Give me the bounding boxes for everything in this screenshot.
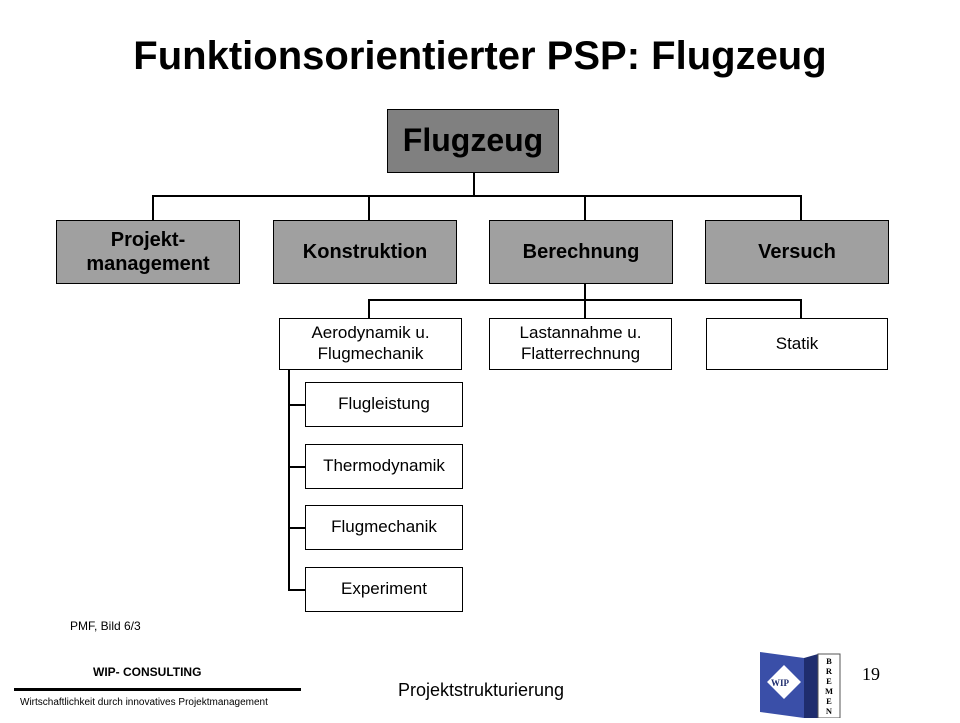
- node-thermodynamik: Thermodynamik: [305, 444, 463, 489]
- node-label: Experiment: [341, 579, 427, 599]
- node-statik: Statik: [706, 318, 888, 370]
- node-label: Flugzeug: [402, 122, 544, 159]
- footer-section: Projektstrukturierung: [398, 680, 565, 700]
- connector-line: [584, 195, 586, 220]
- node-root-flugzeug: Flugzeug: [387, 109, 559, 173]
- node-label: Versuch: [758, 240, 836, 263]
- connector-line: [152, 195, 801, 197]
- footer-divider: [14, 688, 301, 691]
- logo-text: WIP: [771, 678, 789, 688]
- logo-letter: N: [825, 706, 833, 716]
- node-versuch: Versuch: [705, 220, 889, 284]
- node-lastannahme: Lastannahme u. Flatterrechnung: [489, 318, 672, 370]
- node-label: Projekt- management: [86, 228, 210, 275]
- connector-line: [473, 173, 475, 195]
- node-aerodynamik: Aerodynamik u. Flugmechanik: [279, 318, 462, 370]
- node-label: Konstruktion: [302, 240, 428, 263]
- node-label: Flugleistung: [338, 394, 430, 414]
- connector-line: [152, 195, 154, 220]
- connector-line: [584, 299, 586, 318]
- logo-letters: B R E M E N: [820, 656, 838, 716]
- logo-letter: B: [826, 656, 832, 666]
- page-title: Funktionsorientierter PSP: Flugzeug: [133, 34, 827, 78]
- page-number: 19: [862, 664, 880, 684]
- node-experiment: Experiment: [305, 567, 463, 612]
- node-label: Thermodynamik: [323, 456, 445, 476]
- node-label: Flugmechanik: [331, 517, 437, 537]
- connector-line: [584, 284, 586, 299]
- node-flugmechanik: Flugmechanik: [305, 505, 463, 550]
- connector-line: [288, 466, 305, 468]
- node-label: Aerodynamik u. Flugmechanik: [311, 323, 430, 363]
- node-label: Lastannahme u. Flatterrechnung: [519, 323, 642, 363]
- wip-bremen-logo: WIP B R E M E N: [760, 652, 842, 719]
- footer-tagline: Wirtschaftlichkeit durch innovatives Pro…: [20, 697, 268, 708]
- node-konstruktion: Konstruktion: [273, 220, 457, 284]
- logo-letter: E: [826, 676, 832, 686]
- connector-line: [368, 195, 370, 220]
- connector-line: [288, 404, 305, 406]
- node-projektmanagement: Projekt- management: [56, 220, 240, 284]
- node-label: Statik: [775, 333, 819, 353]
- logo-letter: R: [825, 666, 833, 676]
- logo-letter: E: [826, 696, 832, 706]
- node-label: Berechnung: [522, 240, 640, 263]
- connector-line: [800, 299, 802, 318]
- node-flugleistung: Flugleistung: [305, 382, 463, 427]
- connector-line: [368, 299, 370, 318]
- node-berechnung: Berechnung: [489, 220, 673, 284]
- connector-line: [800, 195, 802, 220]
- source-note: PMF, Bild 6/3: [70, 619, 141, 633]
- logo-letter: M: [824, 686, 834, 696]
- connector-line: [288, 370, 290, 590]
- logo-graphic: [760, 652, 841, 719]
- connector-line: [288, 589, 305, 591]
- connector-line: [288, 527, 305, 529]
- footer-company: WIP- CONSULTING: [93, 665, 202, 679]
